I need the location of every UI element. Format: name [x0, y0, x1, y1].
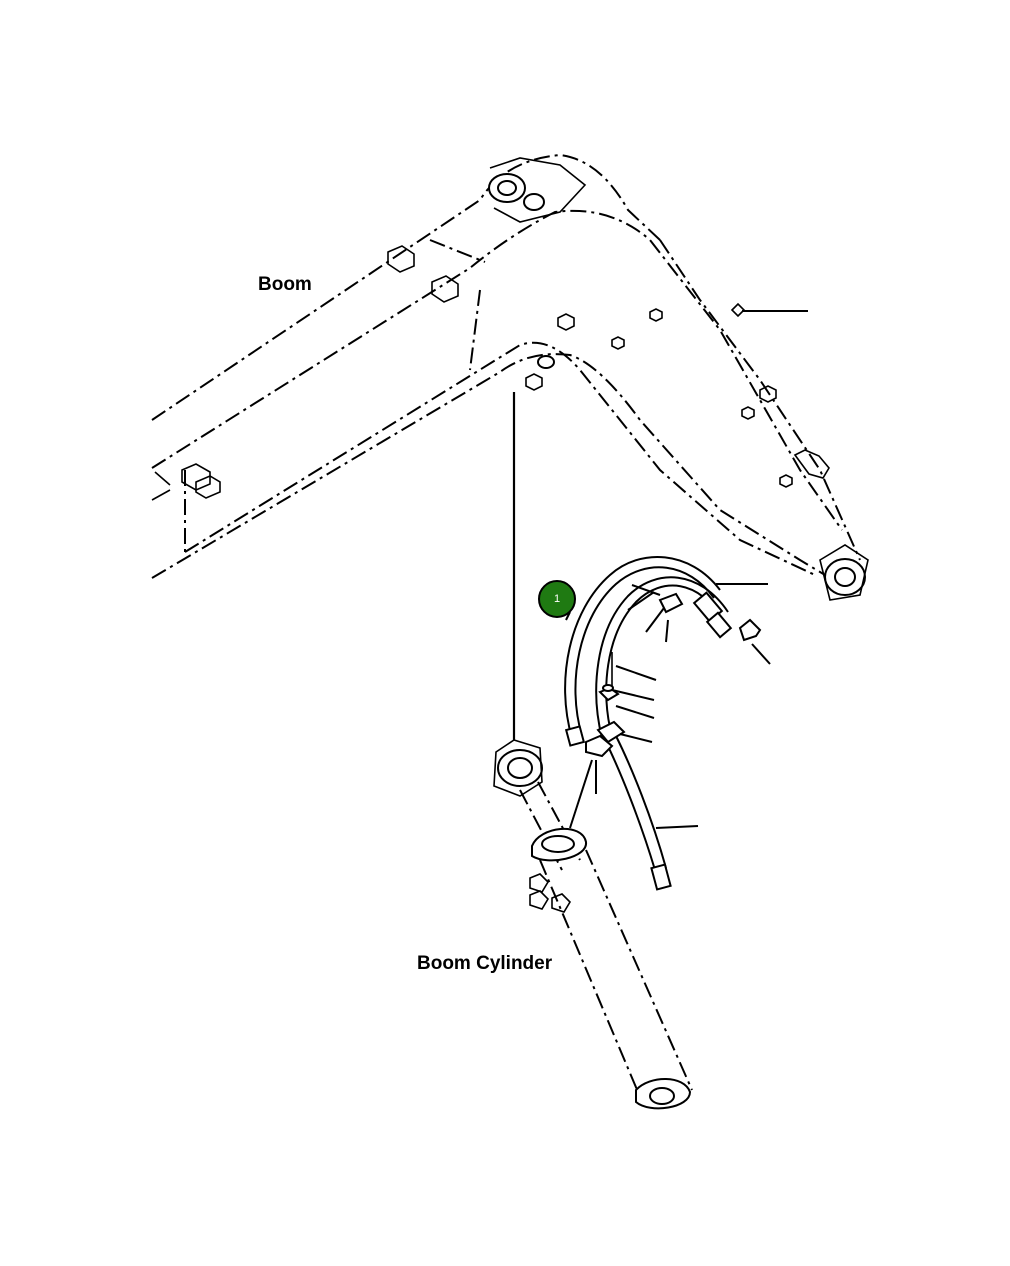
boom-cylinder	[493, 392, 693, 1110]
boom-head-pin	[488, 157, 587, 223]
boom-outline	[151, 153, 861, 579]
boom-label: Boom	[258, 274, 312, 295]
boom-cylinder-label: Boom Cylinder	[417, 953, 553, 974]
boom-clamps	[151, 245, 830, 501]
hydraulic-hose-assembly	[564, 556, 762, 891]
boom-foot-pin	[819, 544, 869, 601]
leader-lines	[565, 583, 771, 829]
callout-1[interactable]: 1	[538, 580, 576, 618]
boom-grease-fitting	[730, 302, 808, 318]
